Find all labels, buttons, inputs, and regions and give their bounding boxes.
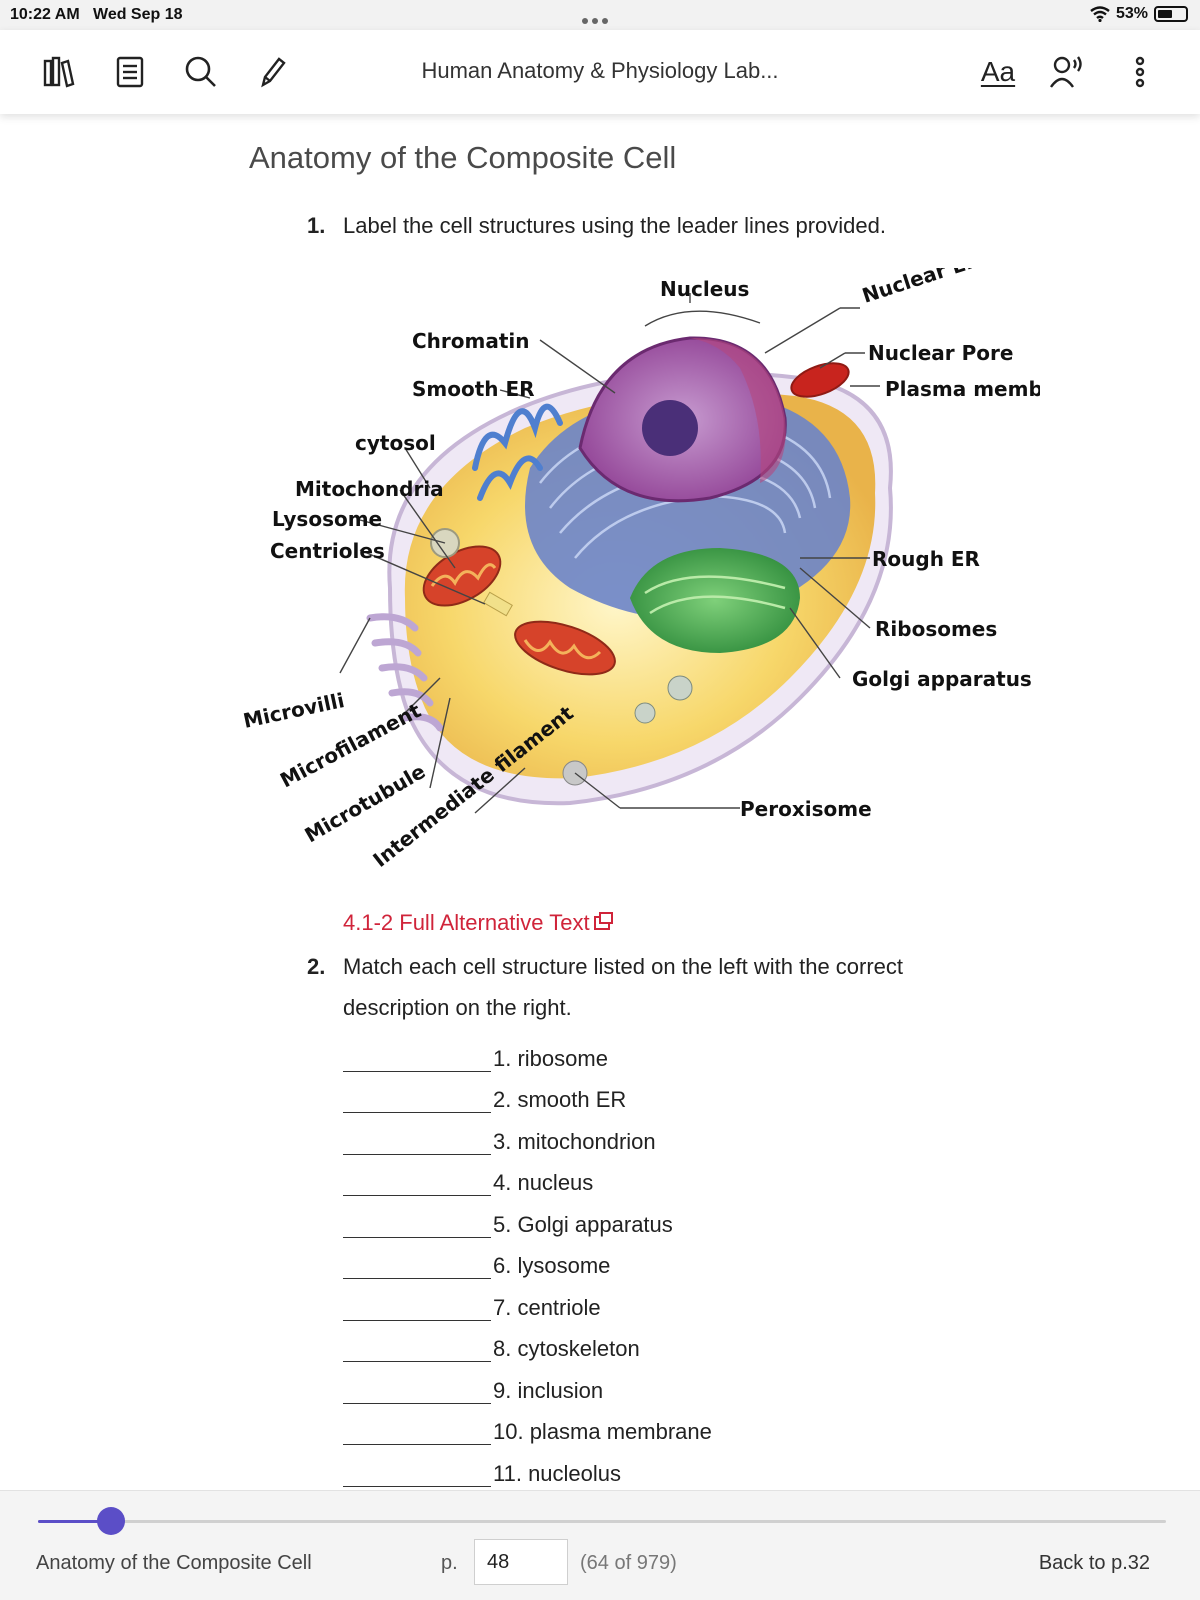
list-item: 8. cytoskeleton — [343, 1321, 712, 1362]
label-lysosome: Lysosome — [272, 507, 382, 531]
page-navigation-bar: Anatomy of the Composite Cell p. (64 of … — [0, 1490, 1200, 1600]
read-aloud-icon[interactable] — [1046, 50, 1090, 94]
label-nuclear-pore: Nuclear Pore — [868, 341, 1013, 365]
match-list: 1. ribosome 2. smooth ER 3. mitochondrio… — [343, 1030, 712, 1487]
answer-blank[interactable] — [343, 1295, 491, 1321]
label-smooth-er: Smooth ER — [412, 377, 535, 401]
list-item: 7. centriole — [343, 1279, 712, 1321]
list-item: 2. smooth ER — [343, 1072, 712, 1113]
answer-blank[interactable] — [343, 1129, 491, 1155]
answer-blank[interactable] — [343, 1212, 491, 1238]
answer-blank[interactable] — [343, 1419, 491, 1445]
answer-blank[interactable] — [343, 1087, 491, 1113]
external-link-icon — [593, 912, 613, 930]
answer-blank[interactable] — [343, 1336, 491, 1362]
cell-diagram: Nucleus Nuclear Envelope Nuclear Pore Pl… — [241, 268, 1040, 872]
label-ribosomes: Ribosomes — [875, 617, 997, 641]
answer-blank[interactable] — [343, 1046, 491, 1072]
leader-lines — [339, 293, 880, 814]
question-1-text: Label the cell structures using the lead… — [343, 213, 886, 238]
label-plasma-membrane: Plasma membrane — [885, 377, 1040, 401]
page-title: Anatomy of the Composite Cell — [249, 140, 677, 175]
status-bar: 10:22 AM Wed Sep 18 53% — [0, 0, 1200, 30]
list-item: 10. plasma membrane — [343, 1404, 712, 1445]
label-nucleus: Nucleus — [660, 277, 749, 301]
text-size-icon[interactable]: Aa — [980, 56, 1016, 87]
alt-text-link[interactable]: 4.1-2 Full Alternative Text — [343, 910, 613, 936]
battery-percent: 53% — [1115, 5, 1148, 22]
wifi-icon — [1090, 6, 1110, 22]
cell-body — [366, 336, 893, 806]
page-count: (64 of 979) — [580, 1552, 677, 1574]
list-item: 3. mitochondrion — [343, 1113, 712, 1155]
question-2-text: Match each cell structure listed on the … — [343, 954, 904, 1020]
page-slider-fill — [38, 1520, 112, 1523]
list-item: 9. inclusion — [343, 1362, 712, 1404]
status-time: 10:22 AM Wed Sep 18 — [10, 6, 183, 23]
answer-blank[interactable] — [343, 1253, 491, 1279]
label-cytosol: cytosol — [355, 431, 436, 455]
more-icon[interactable] — [1118, 50, 1162, 94]
answer-blank[interactable] — [343, 1378, 491, 1404]
page-slider-thumb[interactable] — [97, 1507, 126, 1535]
label-peroxisome: Peroxisome — [740, 797, 872, 821]
list-item: 4. nucleus — [343, 1155, 712, 1196]
label-rough-er: Rough ER — [872, 547, 980, 571]
pencil-icon[interactable] — [250, 50, 294, 94]
label-microvilli: Microvilli — [241, 688, 346, 733]
answer-blank[interactable] — [343, 1461, 491, 1487]
label-mitochondria: Mitochondria — [295, 477, 444, 501]
book-title: Human Anatomy & Physiology Lab... — [421, 58, 779, 83]
battery-icon — [1154, 6, 1188, 22]
label-golgi: Golgi apparatus — [852, 667, 1032, 691]
list-item: 5. Golgi apparatus — [343, 1196, 712, 1238]
library-icon[interactable] — [36, 50, 80, 94]
page-prefix: p. — [441, 1552, 458, 1574]
back-to-page-link[interactable]: Back to p.32 — [1038, 1552, 1150, 1574]
page-slider-track[interactable] — [38, 1520, 1166, 1523]
label-centrioles: Centrioles — [270, 539, 385, 563]
page-number-input[interactable] — [474, 1539, 568, 1585]
chapter-title: Anatomy of the Composite Cell — [36, 1552, 312, 1574]
status-right: 53% — [1090, 5, 1188, 23]
multitasking-dots[interactable] — [582, 11, 618, 24]
list-item: 1. ribosome — [343, 1030, 712, 1072]
label-nuclear-envelope: Nuclear Envelope — [859, 268, 1040, 308]
answer-blank[interactable] — [343, 1170, 491, 1196]
list-item: 11. nucleolus — [343, 1445, 712, 1487]
search-icon[interactable] — [179, 50, 223, 94]
reader-toolbar: Human Anatomy & Physiology Lab... Aa — [0, 30, 1200, 114]
contents-icon[interactable] — [108, 50, 152, 94]
list-item: 6. lysosome — [343, 1238, 712, 1279]
label-chromatin: Chromatin — [412, 329, 530, 353]
